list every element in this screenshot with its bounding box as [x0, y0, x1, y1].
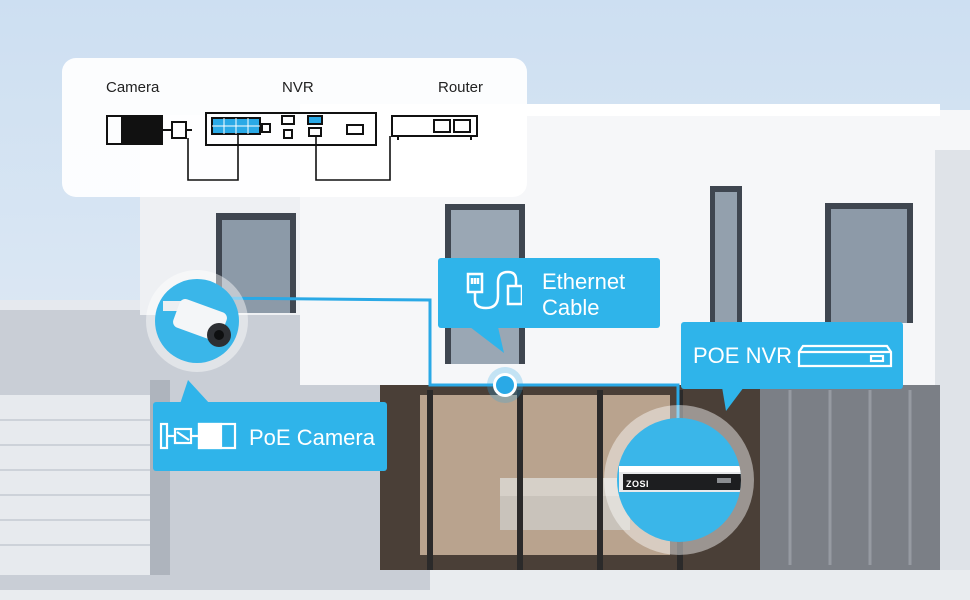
- ethernet-callout-tail: [470, 327, 504, 353]
- wiring-diagram-panel: Camera NVR Router: [62, 58, 527, 197]
- nvr-brand-logo: ZOSI: [626, 479, 650, 489]
- lower-right-slats: [788, 390, 912, 565]
- ethernet-cable-label-line2: Cable: [542, 295, 600, 320]
- main-block-right-wall: [935, 150, 970, 570]
- router-outline-icon: [391, 115, 478, 140]
- panel-camera-label: Camera: [106, 79, 160, 96]
- nvr-photo: [617, 418, 741, 542]
- poe-camera-callout-tail: [180, 380, 210, 404]
- camera-photo: [155, 279, 239, 363]
- panel-nvr-label: NVR: [282, 79, 314, 96]
- camera-photo-ring: [146, 270, 248, 372]
- lower-right-wall: [760, 385, 940, 570]
- garage-door-lines: [0, 419, 150, 546]
- nvr-outline-icon: [205, 112, 377, 146]
- camera-outline-icon: [106, 115, 192, 145]
- nvr-photo-ring: ZOSI: [604, 405, 754, 555]
- upper-windows: [216, 186, 913, 366]
- nvr-device-icon: [619, 466, 741, 492]
- panel-wires: [187, 134, 391, 181]
- ethernet-cable-callout: Ethernet Cable: [438, 258, 660, 328]
- camera-side-icon: [159, 422, 237, 450]
- poe-nvr-callout-tail: [722, 387, 744, 411]
- nvr-icon: [797, 344, 893, 368]
- poe-nvr-callout: POE NVR: [681, 322, 903, 389]
- poe-camera-callout: PoE Camera: [153, 402, 387, 471]
- panel-router-label: Router: [438, 79, 484, 96]
- wiring-diagram-drawing: [106, 112, 478, 181]
- ethernet-cable-label-line1: Ethernet: [542, 269, 626, 294]
- poe-camera-label: PoE Camera: [249, 425, 375, 450]
- bullet-camera-icon: [163, 299, 231, 347]
- ethernet-plug-icon: [466, 270, 522, 310]
- cable-junction-dot: [493, 373, 517, 397]
- camera-to-hub-cable: [204, 296, 505, 387]
- garage-door: [0, 395, 150, 575]
- poe-nvr-label: POE NVR: [693, 343, 793, 368]
